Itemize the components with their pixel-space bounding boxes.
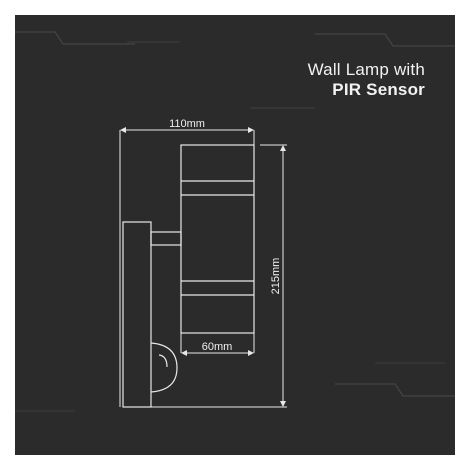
dimension-lines bbox=[119, 127, 287, 408]
product-drawing-panel: 110mm 60mm 215mm Wall Lamp with PIR Sens… bbox=[15, 15, 455, 455]
product-title-line1: Wall Lamp with bbox=[307, 60, 425, 79]
head-arrow-right bbox=[248, 350, 254, 356]
streak-bottom-right bbox=[335, 383, 455, 397]
pir-sensor-inner bbox=[158, 354, 168, 368]
product-title-line2: PIR Sensor bbox=[332, 80, 425, 99]
head-width-label: 60mm bbox=[202, 341, 233, 353]
streak-top-left bbox=[15, 31, 135, 45]
pir-sensor-dome bbox=[150, 342, 178, 393]
width-arrow-right bbox=[248, 127, 254, 133]
decorative-streaks bbox=[15, 31, 455, 412]
height-arrow-bottom bbox=[280, 401, 286, 407]
lamp-dimension-diagram: 110mm 60mm 215mm bbox=[15, 31, 455, 412]
product-title: Wall Lamp with PIR Sensor bbox=[308, 60, 425, 100]
streak-top-right bbox=[315, 33, 455, 47]
width-label: 110mm bbox=[169, 118, 205, 130]
head-arrow-left bbox=[181, 350, 187, 356]
lamp-outline bbox=[122, 144, 255, 408]
height-label: 215mm bbox=[270, 258, 282, 295]
height-arrow-top bbox=[280, 145, 286, 151]
width-arrow-left bbox=[120, 127, 126, 133]
lamp-head bbox=[180, 144, 255, 334]
mounting-arm bbox=[150, 231, 182, 246]
wall-plate bbox=[122, 221, 152, 408]
